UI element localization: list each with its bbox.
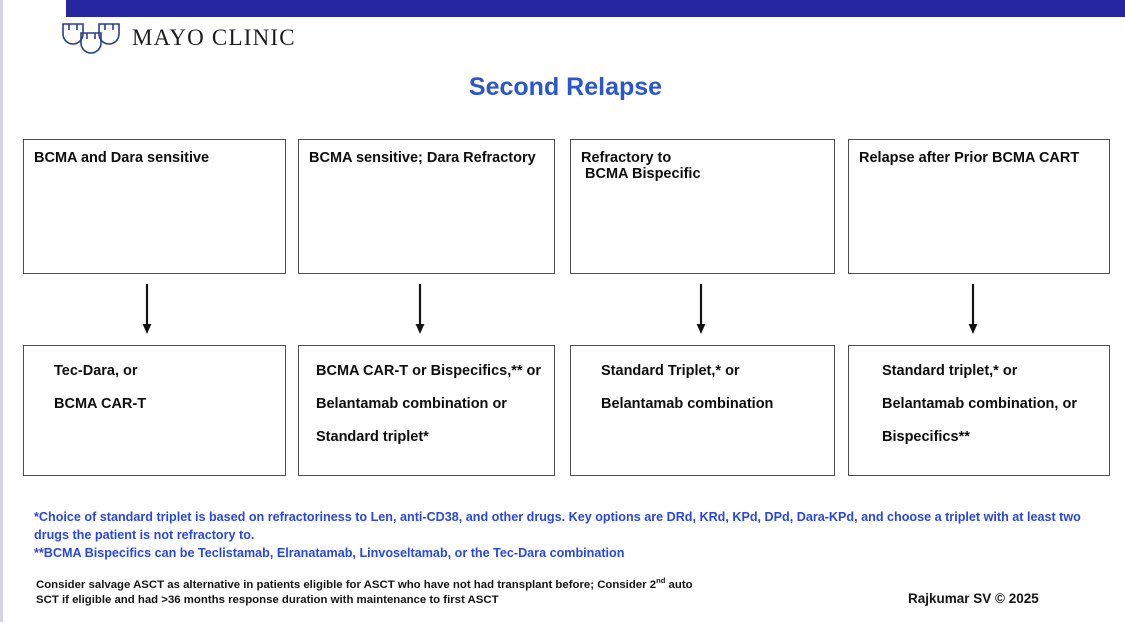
scenario-box-2: BCMA sensitive; Dara Refractory [298, 139, 555, 274]
treatment-box-3-line-2: Belantamab combination [601, 396, 774, 413]
salvage-asct-note: Consider salvage ASCT as alternative in … [36, 576, 716, 609]
scenario-row: BCMA and Dara sensitive BCMA sensitive; … [3, 139, 1125, 274]
scenario-box-4: Relapse after Prior BCMA CART [848, 139, 1110, 274]
treatment-box-4: Standard triplet,* or Belantamab combina… [848, 345, 1110, 476]
down-arrow-icon-1 [142, 284, 152, 334]
treatment-box-4-line-1: Standard triplet,* or [882, 363, 1018, 379]
mayo-clinic-wordmark: MAYO CLINIC [132, 25, 296, 50]
treatment-box-4-line-3: Bispecifics** [882, 429, 970, 446]
scenario-box-2-text: BCMA sensitive; Dara Refractory [309, 150, 536, 166]
scenario-box-4-text: Relapse after Prior BCMA CART [859, 150, 1080, 166]
treatment-box-2-line-1: BCMA CAR-T or Bispecifics,** or [316, 363, 542, 379]
treatment-box-1-line-1: Tec-Dara, or [54, 363, 138, 379]
header-accent-bar [66, 0, 1125, 17]
treatment-box-1-line-2: BCMA CAR-T [54, 396, 147, 413]
down-arrow-icon-4 [968, 284, 978, 334]
treatment-box-3-line-1: Standard Triplet,* or [601, 363, 740, 379]
scenario-box-1: BCMA and Dara sensitive [23, 139, 286, 274]
treatment-box-2: BCMA CAR-T or Bispecifics,** or Belantam… [298, 345, 555, 476]
down-arrow-icon-2 [415, 284, 425, 334]
footnote-single-asterisk: *Choice of standard triplet is based on … [34, 510, 1081, 542]
scenario-box-1-text: BCMA and Dara sensitive [34, 150, 210, 166]
scenario-box-3: Refractory to BCMA Bispecific [570, 139, 835, 274]
salvage-asct-note-part1: Consider salvage ASCT as alternative in … [36, 578, 657, 591]
mayo-clinic-logo: MAYO CLINIC [61, 21, 296, 55]
treatment-box-3: Standard Triplet,* or Belantamab combina… [570, 345, 835, 476]
treatment-row: Tec-Dara, or BCMA CAR-T BCMA CAR-T or Bi… [3, 345, 1125, 476]
treatment-box-2-line-2: Belantamab combination or [316, 396, 507, 413]
salvage-asct-note-part2: auto SCT if eligible and had >36 months … [36, 578, 693, 607]
treatment-box-4-line-2: Belantamab combination, or [882, 396, 1077, 413]
page-title: Second Relapse [468, 73, 663, 101]
footnote-double-asterisk: **BCMA Bispecifics can be Teclistamab, E… [34, 545, 625, 560]
footnotes: *Choice of standard triplet is based on … [34, 509, 1104, 563]
ordinal-superscript: nd [656, 576, 666, 585]
mayo-three-shields-icon [62, 23, 120, 54]
copyright-notice: Rajkumar SV © 2025 [908, 591, 1039, 606]
down-arrow-icon-3 [696, 284, 706, 334]
scenario-box-3-text: Refractory to BCMA Bispecific [581, 150, 701, 183]
treatment-box-2-line-3: Standard triplet* [316, 429, 429, 446]
treatment-box-1: Tec-Dara, or BCMA CAR-T [23, 345, 286, 476]
